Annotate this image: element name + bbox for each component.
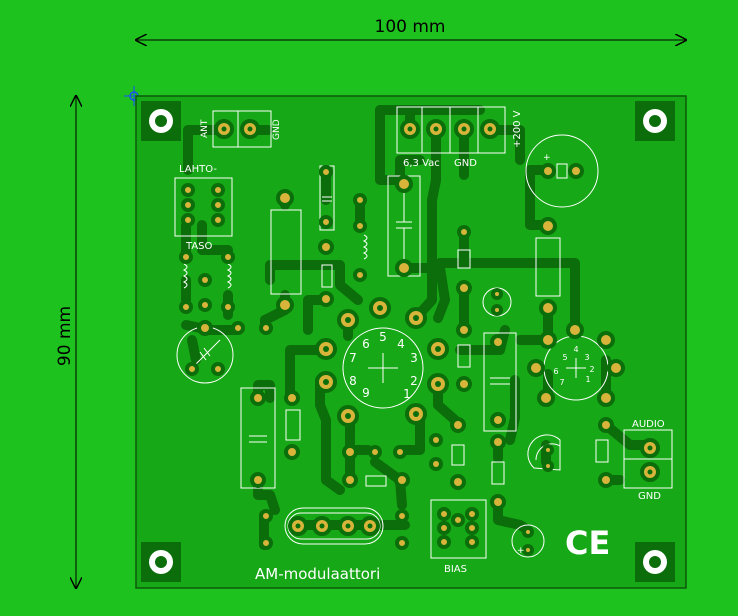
bias-trimmer — [430, 499, 487, 559]
tube-small-pin-1: 1 — [585, 375, 590, 384]
svg-text:+: + — [517, 546, 525, 556]
tube-small-pin-3: 3 — [584, 353, 589, 362]
tube-large-pin-5: 5 — [379, 330, 387, 344]
tube-large-pin-7: 7 — [349, 351, 357, 365]
heater-voltage-label: 6,3 Vac — [403, 158, 440, 169]
power-connector — [396, 106, 506, 154]
tube-small-pin-4: 4 — [573, 345, 578, 354]
crystal-oscillator — [284, 507, 384, 545]
antenna-connector — [212, 110, 272, 148]
tube-small-pin-7: 7 — [559, 378, 564, 387]
output-level-label-bottom: TASO — [185, 241, 213, 252]
board-title: AM-modulaattori — [255, 565, 380, 583]
tube-large-pin-2: 2 — [410, 374, 418, 388]
ant-label: ANT — [200, 119, 210, 138]
tube-small-pin-6: 6 — [553, 367, 558, 376]
output-level-label-top: LAHTO- — [179, 164, 217, 175]
power-voltage-label: +200 V — [512, 110, 523, 148]
electrolytic-capacitor-large — [525, 134, 599, 208]
tube-large-pin-9: 9 — [362, 386, 370, 400]
resistor-r3 — [535, 237, 561, 297]
tube-large-pin-1: 1 — [403, 387, 411, 401]
tube-socket-noval — [342, 327, 424, 409]
height-dimension-label: 90 mm — [55, 306, 75, 366]
tube-small-pin-5: 5 — [562, 353, 567, 362]
tube-large-pin-8: 8 — [349, 374, 357, 388]
tube-large-pin-3: 3 — [410, 351, 418, 365]
power-gnd-label: GND — [454, 158, 477, 169]
width-dimension-label: 100 mm — [375, 17, 446, 37]
tube-large-pin-4: 4 — [397, 337, 405, 351]
capacitor-c2 — [483, 332, 517, 432]
svg-text:+: + — [543, 153, 551, 163]
transistor-outline — [527, 434, 561, 471]
height-dimension: 90 mm — [55, 96, 76, 588]
bias-label: BIAS — [444, 564, 467, 575]
tube-small-pin-2: 2 — [589, 365, 594, 374]
mounting-holes — [141, 101, 675, 582]
ant-gnd-label: GND — [272, 119, 282, 140]
silkscreen — [174, 106, 673, 559]
audio-label: AUDIO — [632, 419, 665, 430]
output-level-switch — [174, 177, 233, 237]
silkscreen-text: ANT GND +200 V 6,3 Vac GND LAHTO- TASO A… — [179, 110, 665, 583]
width-dimension: 100 mm — [136, 17, 686, 40]
tube-large-pin-6: 6 — [362, 337, 370, 351]
resistor-r1 — [270, 209, 302, 295]
audio-gnd-label: GND — [638, 491, 661, 502]
ce-mark-icon: CE — [565, 524, 610, 562]
